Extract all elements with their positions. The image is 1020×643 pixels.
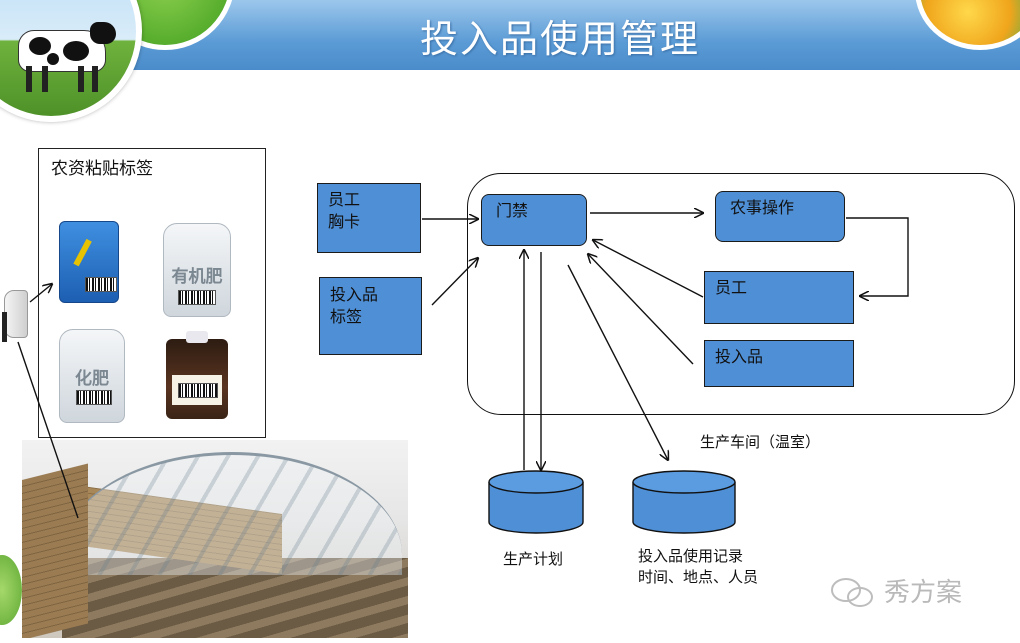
plan-database-caption: 生产计划 bbox=[503, 550, 564, 568]
label-panel-title: 农资粘贴标签 bbox=[51, 159, 153, 179]
gate-node: 门禁 bbox=[481, 194, 587, 246]
workshop-caption: 生产车间（温室） bbox=[700, 433, 821, 451]
greenhouse-image bbox=[22, 440, 408, 638]
gate-label: 门禁 bbox=[496, 201, 529, 220]
barcode-scanner-image bbox=[4, 290, 28, 338]
watermark-text: 秀方案 bbox=[884, 578, 963, 608]
arrow-label-to-gate bbox=[431, 258, 478, 306]
chemical-fertilizer-text: 化肥 bbox=[75, 369, 109, 389]
pesticide-barcode bbox=[178, 383, 218, 398]
farm-operation-label: 农事操作 bbox=[730, 198, 795, 217]
chemical-fertilizer-bag-image: 化肥 bbox=[59, 329, 125, 423]
farm-operation-node: 农事操作 bbox=[715, 191, 845, 242]
page-title: 投入品使用管理 bbox=[419, 17, 700, 61]
organic-fertilizer-text: 有机肥 bbox=[171, 267, 223, 287]
organic-fertilizer-bag-image: 有机肥 bbox=[163, 223, 231, 317]
inputs-label: 投入品 bbox=[715, 347, 764, 366]
input-label-node: 投入品 标签 bbox=[319, 277, 422, 355]
arrow-inputs-to-gate bbox=[588, 254, 694, 365]
arrow-employee-to-gate bbox=[593, 240, 704, 298]
input-label-label: 投入品 标签 bbox=[330, 285, 379, 326]
employee-node: 员工 bbox=[704, 271, 854, 324]
green-leaf-decoration bbox=[0, 555, 22, 625]
inputs-node: 投入品 bbox=[704, 340, 854, 387]
chemical-fertilizer-barcode bbox=[76, 390, 112, 405]
line-scanner-to-greenhouse bbox=[17, 341, 79, 519]
employee-badge-label: 员工 胸卡 bbox=[328, 190, 361, 231]
record-database-caption: 投入品使用记录 时间、地点、人员 bbox=[638, 547, 759, 586]
arrow-gate-to-record-db bbox=[567, 264, 668, 460]
sprayer-barcode bbox=[85, 277, 117, 292]
agri-label-panel: 农资粘贴标签 有机肥 化肥 bbox=[38, 148, 266, 438]
employee-label: 员工 bbox=[715, 278, 748, 297]
plan-database-icon bbox=[488, 470, 584, 534]
wechat-icon bbox=[831, 578, 873, 607]
scanner-handle bbox=[2, 312, 7, 342]
organic-fertilizer-barcode bbox=[178, 290, 216, 305]
pesticide-bottle-image bbox=[166, 331, 228, 419]
record-database-icon bbox=[632, 470, 736, 534]
employee-badge-node: 员工 胸卡 bbox=[317, 183, 421, 253]
arrow-farm-operation-to-employee bbox=[846, 217, 909, 296]
arrow-scanner-to-panel bbox=[29, 284, 52, 303]
